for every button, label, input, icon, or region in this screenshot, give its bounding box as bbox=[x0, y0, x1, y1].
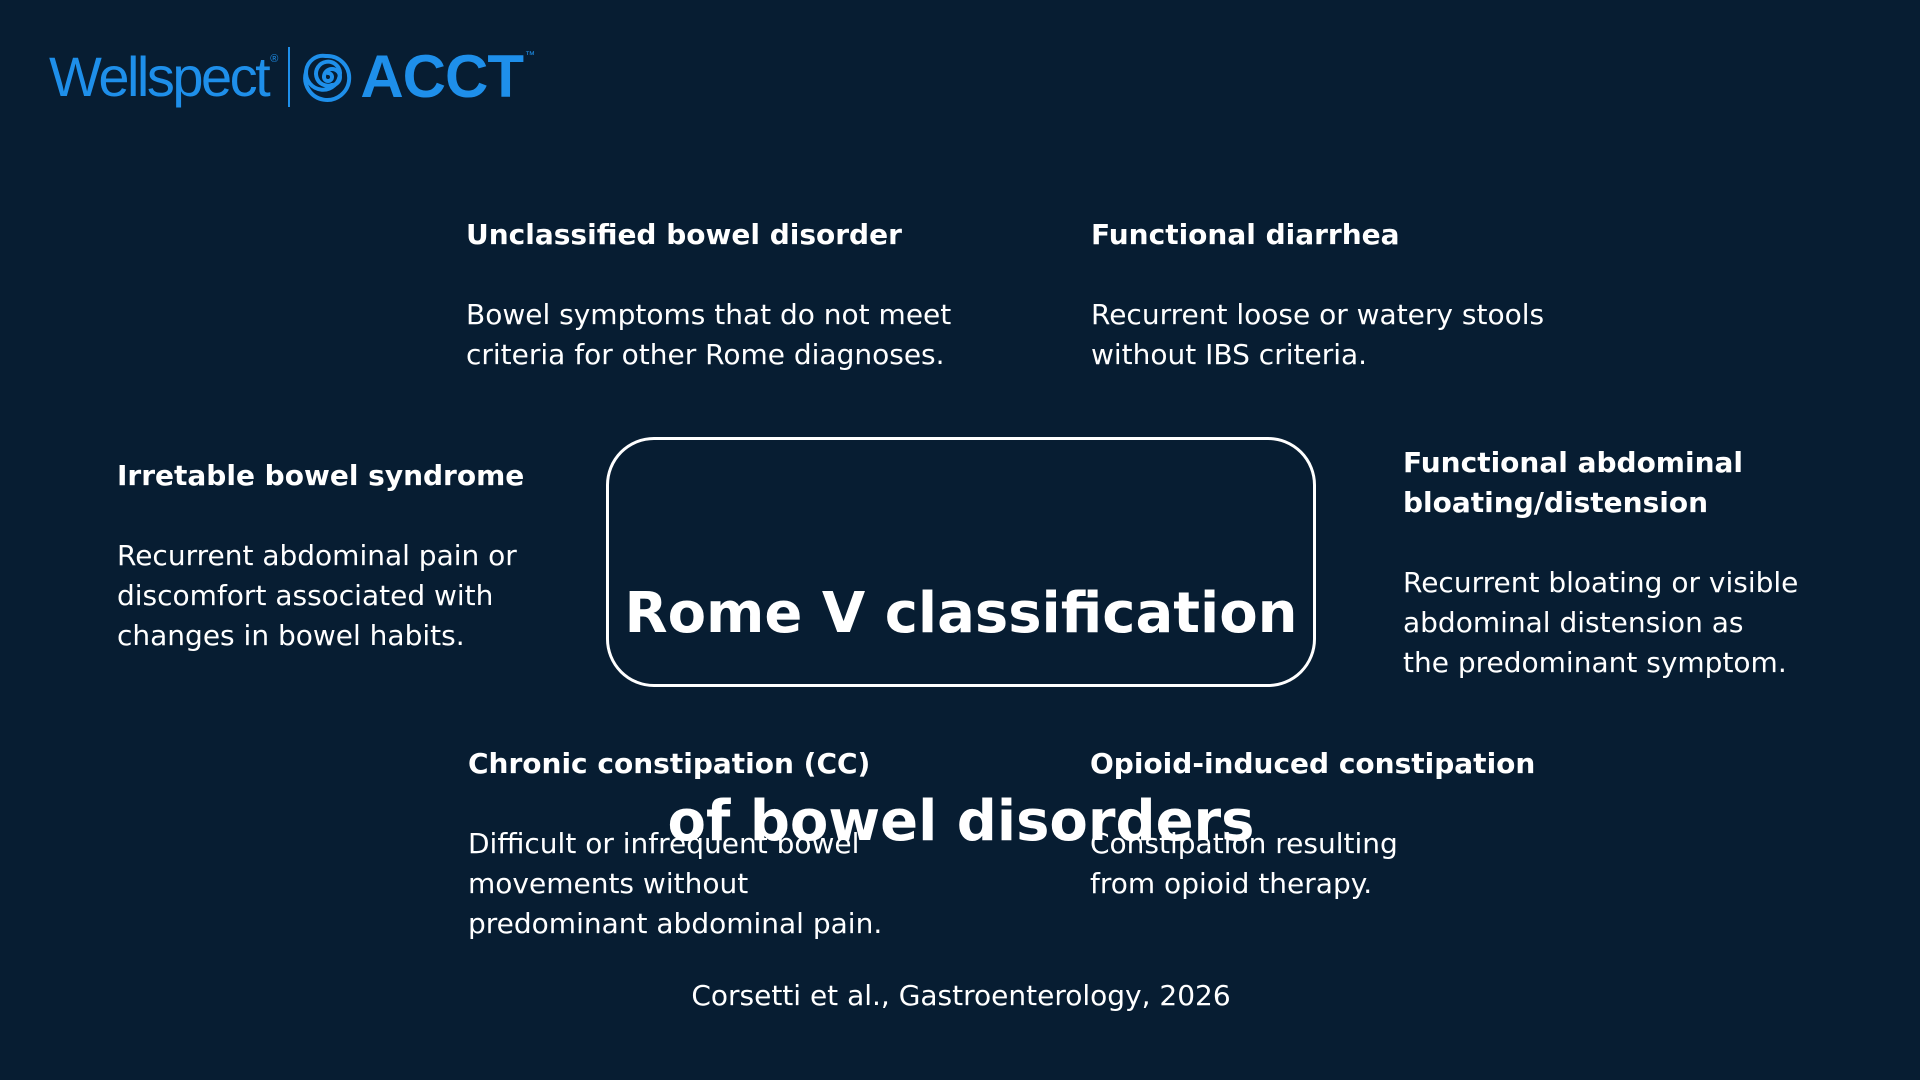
item-unclassified-bowel-disorder: Unclassified bowel disorder Bowel sympto… bbox=[466, 215, 951, 375]
item-title: Functional abdominal bloating/distension bbox=[1403, 446, 1744, 519]
logo-product-text: ACCT bbox=[360, 43, 524, 110]
item-title: Opioid-induced constipation bbox=[1090, 747, 1536, 780]
logo-brand-text: Wellspect bbox=[49, 45, 271, 108]
item-title: Chronic constipation (CC) bbox=[468, 747, 871, 780]
wellspect-acct-logo: Wellspect ® ACCT ™ bbox=[49, 42, 535, 112]
spiral-icon bbox=[303, 53, 352, 102]
item-irritable-bowel-syndrome: Irretable bowel syndrome Recurrent abdom… bbox=[117, 456, 524, 656]
item-description: Recurrent abdominal pain or discomfort a… bbox=[117, 539, 517, 652]
central-title-line-2: of bowel disorders bbox=[667, 789, 1255, 854]
item-description: Recurrent loose or watery stools without… bbox=[1091, 298, 1545, 371]
item-description: Recurrent bloating or visible abdominal … bbox=[1403, 566, 1799, 679]
item-title: Irretable bowel syndrome bbox=[117, 459, 525, 492]
trademark-mark: ™ bbox=[524, 49, 535, 61]
item-description: Difficult or infrequent bowel movements … bbox=[468, 827, 883, 940]
item-description: Bowel symptoms that do not meet criteria… bbox=[466, 298, 952, 371]
item-chronic-constipation: Chronic constipation (CC) Difficult or i… bbox=[468, 744, 882, 944]
central-title-line-1: Rome V classification bbox=[624, 581, 1298, 646]
item-functional-abdominal-bloating: Functional abdominal bloating/distension… bbox=[1403, 443, 1798, 683]
central-title: Rome V classification of bowel disorders bbox=[609, 458, 1313, 978]
item-title: Unclassified bowel disorder bbox=[466, 218, 902, 251]
item-title: Functional diarrhea bbox=[1091, 218, 1400, 251]
central-citation: Corsetti et al., Gastroenterology, 2026 bbox=[691, 979, 1231, 1012]
item-opioid-induced-constipation: Opioid-induced constipation Constipation… bbox=[1090, 744, 1535, 904]
item-description: Constipation resulting from opioid thera… bbox=[1090, 827, 1398, 900]
central-topic-box: Rome V classification of bowel disorders… bbox=[606, 437, 1316, 1012]
item-functional-diarrhea: Functional diarrhea Recurrent loose or w… bbox=[1091, 215, 1544, 375]
logo-divider bbox=[288, 47, 291, 107]
registered-mark: ® bbox=[270, 53, 279, 65]
